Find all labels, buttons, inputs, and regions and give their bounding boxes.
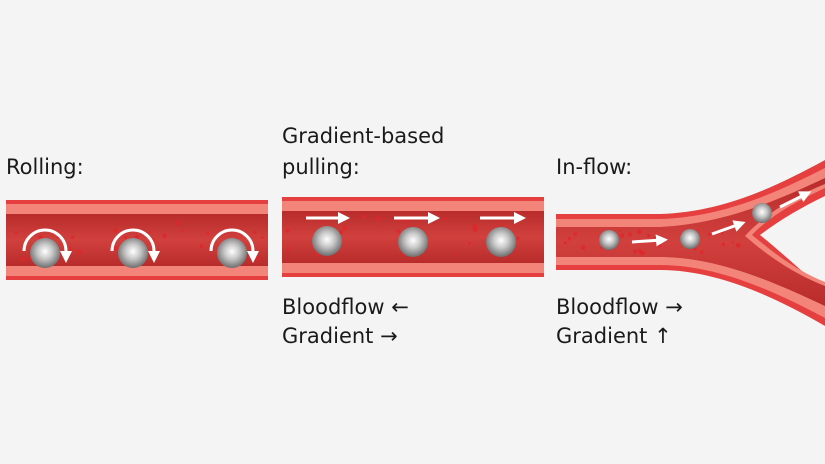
- blood-cell-dot: [112, 228, 118, 233]
- blood-cell-dot: [124, 220, 127, 224]
- blood-cell-dot: [148, 231, 152, 234]
- blood-cell-dot: [252, 230, 257, 234]
- blood-cell-dot: [472, 227, 478, 233]
- inflow-title: In-flow:: [556, 155, 633, 179]
- particle: [680, 229, 700, 249]
- blood-cell-dot: [175, 222, 179, 226]
- blood-cell-dot: [255, 256, 261, 262]
- blood-cell-dot: [396, 229, 401, 234]
- blood-cell-dot: [152, 238, 155, 241]
- particle: [118, 238, 148, 268]
- rotation-arrow-icon: [110, 228, 160, 263]
- particle: [217, 238, 247, 268]
- blood-cell-dot: [123, 235, 127, 239]
- blood-cell-dot: [14, 230, 18, 234]
- blood-cell-dot: [637, 249, 643, 254]
- blood-cell-dot: [468, 241, 471, 245]
- blood-cell-dot: [20, 256, 26, 262]
- particle: [398, 227, 428, 257]
- pulling-title-line1: Gradient-based: [282, 124, 445, 148]
- blood-cell-dot: [375, 216, 381, 221]
- particle: [599, 230, 619, 250]
- blood-cell-dot: [628, 232, 633, 237]
- particle: [30, 238, 60, 268]
- blood-cell-dot: [653, 236, 657, 239]
- particle: [312, 226, 342, 256]
- blood-cell-dot: [339, 230, 344, 235]
- rolling-title: Rolling:: [6, 155, 84, 179]
- particle: [752, 203, 772, 223]
- particle: [486, 227, 516, 257]
- blood-cell-dot: [70, 235, 75, 240]
- blood-cell-dot: [361, 214, 366, 219]
- blood-cell-dot: [444, 217, 448, 221]
- blood-cell-dot: [180, 229, 184, 232]
- blood-cell-dot: [497, 221, 500, 224]
- blood-cell-dot: [68, 246, 72, 249]
- pulling-gradient-label: Gradient →: [282, 324, 398, 348]
- inflow-bloodflow-label: Bloodflow →: [556, 295, 683, 319]
- pulling-bloodflow-label: Bloodflow ←: [282, 295, 409, 319]
- inflow-gradient-label: Gradient ↑: [556, 324, 672, 348]
- blood-cell-dot: [176, 219, 181, 224]
- blood-cell-dot: [646, 233, 651, 238]
- blood-cell-dot: [620, 233, 625, 238]
- blood-cell-dot: [514, 225, 517, 228]
- blood-cell-dot: [731, 241, 734, 244]
- blood-cell-dot: [199, 244, 204, 249]
- blood-cell-dot: [76, 249, 82, 255]
- blood-cell-dot: [658, 244, 662, 248]
- blood-cell-dot: [573, 232, 578, 236]
- blood-cell-dot: [636, 229, 642, 235]
- rotation-arrow-icon: [22, 228, 72, 263]
- blood-cell-dot: [206, 231, 210, 235]
- blood-cell-dot: [285, 228, 290, 233]
- blood-cell-dot: [699, 250, 704, 254]
- blood-cell-dot: [737, 244, 740, 248]
- pulling-title-line2: pulling:: [282, 155, 360, 179]
- blood-cell-dot: [563, 241, 567, 245]
- blood-cell-dot: [707, 232, 711, 236]
- direction-arrow-icon: [631, 234, 668, 247]
- blood-cell-dot: [516, 236, 520, 240]
- blood-cell-dot: [162, 233, 167, 238]
- blood-cell-dot: [286, 246, 290, 250]
- blood-cell-dot: [319, 221, 322, 224]
- blood-cell-dot: [580, 245, 586, 250]
- direction-arrow-icon: [711, 220, 746, 236]
- blood-cell-dot: [453, 251, 457, 255]
- direction-arrow-icon: [779, 191, 812, 209]
- blood-cell-dot: [342, 225, 348, 231]
- blood-cell-dot: [260, 236, 264, 239]
- rotation-arrow-icon: [209, 228, 259, 263]
- particles-and-arrows: [22, 191, 812, 268]
- blood-cell-dot: [633, 249, 637, 254]
- blood-cell-dot: [618, 229, 621, 232]
- blood-cell-dot: [567, 237, 572, 241]
- blood-cell-dot: [69, 249, 72, 252]
- blood-cell-dot: [314, 252, 319, 257]
- blood-cell-dot: [721, 242, 725, 246]
- blood-cell-dot: [113, 245, 118, 250]
